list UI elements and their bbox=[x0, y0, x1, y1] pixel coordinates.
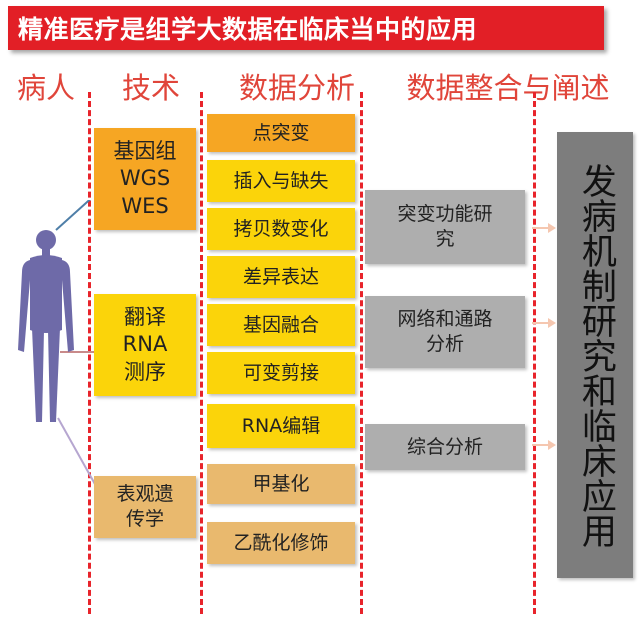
column-divider bbox=[360, 92, 363, 614]
tech-box-epigenetics: 表观遗 传学 bbox=[94, 476, 196, 538]
analysis-box-copy-number: 拷贝数变化 bbox=[207, 208, 355, 250]
column-divider bbox=[533, 92, 536, 614]
arrow-icon bbox=[532, 440, 556, 450]
analysis-box-methylation: 甲基化 bbox=[207, 464, 355, 504]
title-bar: 精准医疗是组学大数据在临床当中的应用 bbox=[8, 6, 604, 50]
integration-box-combined-analysis: 综合分析 bbox=[365, 424, 525, 470]
analysis-box-alternative-splicing: 可变剪接 bbox=[207, 352, 355, 394]
analysis-box-indel: 插入与缺失 bbox=[207, 160, 355, 202]
analysis-box-rna-editing: RNA编辑 bbox=[207, 404, 355, 448]
column-header-analysis: 数据分析 bbox=[238, 71, 355, 105]
arrow-icon bbox=[532, 318, 556, 328]
column-header-patient: 病人 bbox=[16, 71, 75, 105]
human-figure-icon bbox=[18, 200, 97, 487]
result-box: 发病机制研究和临床应用 bbox=[557, 132, 633, 578]
analysis-box-gene-fusion: 基因融合 bbox=[207, 304, 355, 346]
analysis-box-point-mutation: 点突变 bbox=[207, 114, 355, 152]
analysis-box-acetylation: 乙酰化修饰 bbox=[207, 522, 355, 564]
arrow-icon bbox=[532, 223, 556, 233]
column-header-technology: 技术 bbox=[121, 71, 180, 105]
integration-box-network-pathway: 网络和通路 分析 bbox=[365, 296, 525, 368]
column-divider bbox=[200, 92, 203, 614]
page-title: 精准医疗是组学大数据在临床当中的应用 bbox=[18, 15, 478, 44]
column-header-integration: 数据整合与阐述 bbox=[406, 71, 610, 105]
analysis-box-differential-expression: 差异表达 bbox=[207, 256, 355, 298]
tech-box-transcriptome: 翻译 RNA 测序 bbox=[94, 294, 196, 396]
integration-box-mutation-function: 突变功能研 究 bbox=[365, 190, 525, 264]
tech-box-genome: 基因组 WGS WES bbox=[94, 128, 196, 230]
